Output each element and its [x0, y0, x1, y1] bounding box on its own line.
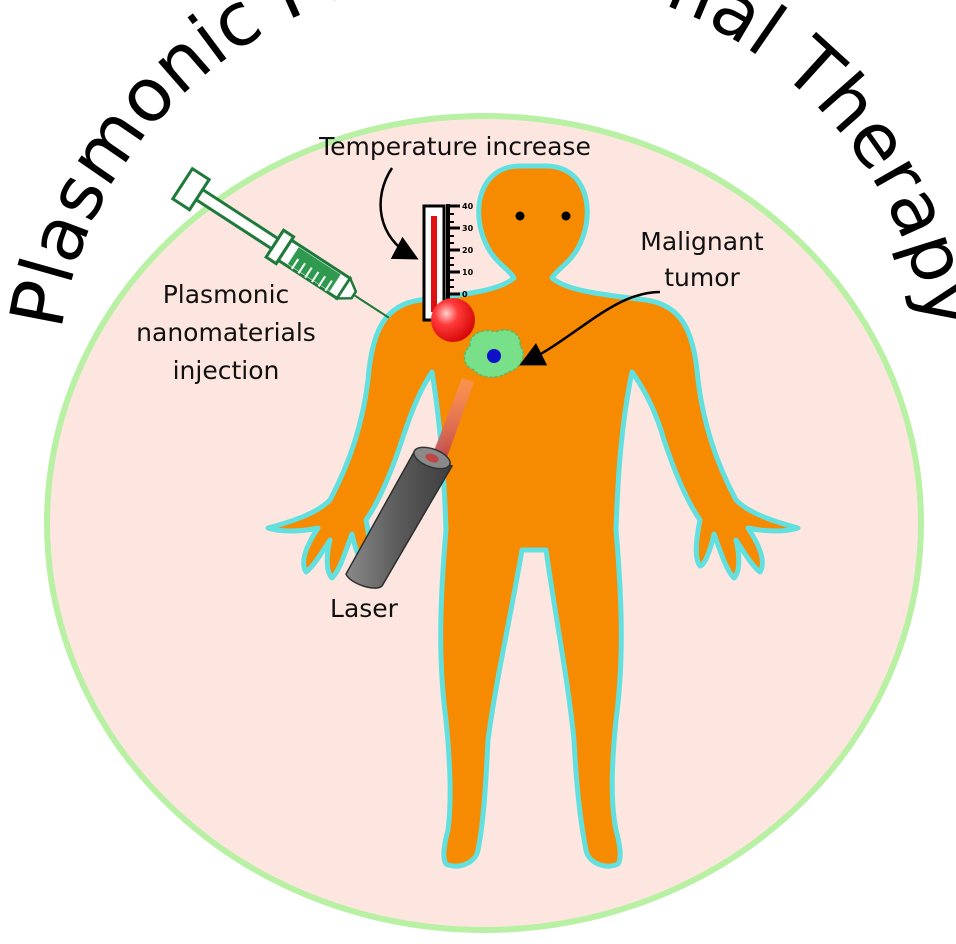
- thermometer-bulb: [431, 298, 475, 342]
- thermometer-tick-label: 40: [462, 202, 474, 211]
- left-eye: [516, 212, 525, 221]
- injection-label-line2: nanomaterials: [136, 318, 316, 347]
- laser-label: Laser: [330, 594, 399, 623]
- thermometer-tick-label: 30: [462, 224, 474, 233]
- injection-label-line3: injection: [173, 356, 280, 385]
- tumor-label-line1: Malignant: [640, 227, 764, 256]
- thermometer-mercury: [431, 216, 437, 312]
- thermometer-tick-label: 20: [462, 246, 474, 255]
- thermometer-tick-label: 10: [462, 268, 474, 277]
- tumor-label-line2: tumor: [664, 263, 740, 292]
- tumor-icon: [464, 330, 523, 377]
- tumor-core: [487, 349, 501, 363]
- thermometer-tick-label: 0: [462, 290, 468, 299]
- right-eye: [562, 212, 571, 221]
- injection-label-line1: Plasmonic: [163, 280, 290, 309]
- temperature-label: Temperature increase: [318, 132, 591, 161]
